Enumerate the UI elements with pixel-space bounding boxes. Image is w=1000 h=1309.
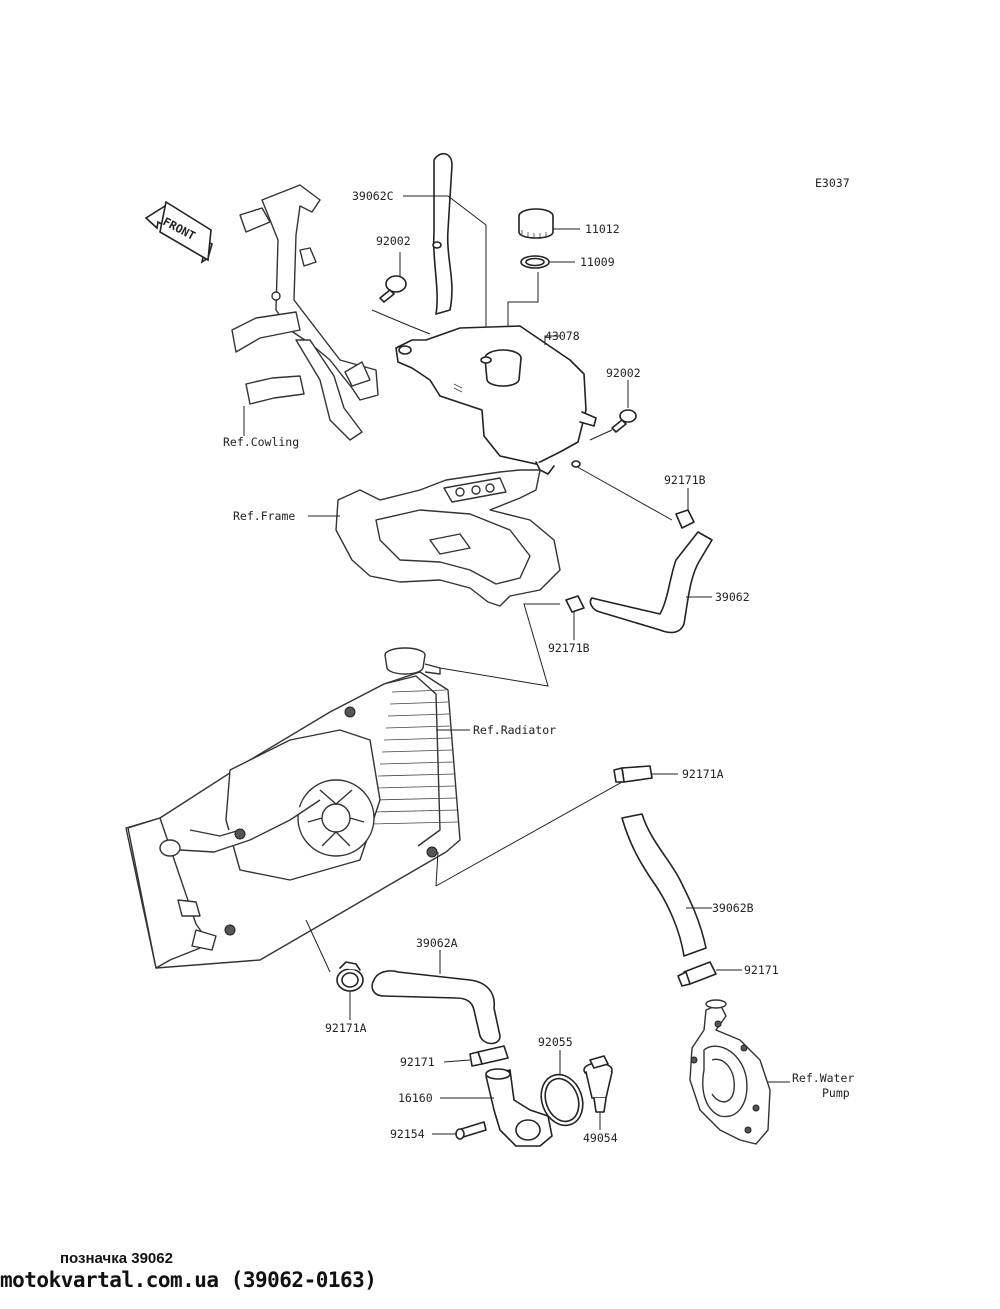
label-92055: 92055: [538, 1035, 573, 1049]
front-arrow: FRONT: [144, 200, 213, 264]
clamp-92171a-left: [305, 919, 364, 1020]
footer-title: позначка 39062: [60, 1250, 173, 1267]
label-49054: 49054: [583, 1131, 618, 1145]
ref-cowling-label: Ref.Cowling: [223, 435, 299, 449]
thermostat-49054: [583, 1055, 613, 1130]
label-39062b: 39062B: [712, 901, 754, 915]
frame-reference: [308, 469, 561, 607]
o-ring-92055: [540, 1050, 584, 1127]
clamp-92171-left: [443, 1045, 509, 1067]
label-11012: 11012: [585, 222, 620, 236]
ref-water-pump-label-line1: Ref.Water: [792, 1071, 854, 1085]
clamp-92171a-right: [613, 765, 678, 783]
label-43078: 43078: [545, 329, 580, 343]
ref-water-pump-label-line2: Pump: [822, 1086, 850, 1100]
diagram-code: E3037: [815, 176, 850, 190]
label-92171-left: 92171: [400, 1055, 435, 1069]
hose-39062a: [371, 950, 501, 1045]
thermostat-housing-16160: [440, 1068, 553, 1147]
bolt-92154: [432, 1121, 487, 1140]
hose-39062c: [403, 152, 487, 355]
ref-frame-label: Ref.Frame: [233, 509, 295, 523]
bolt-92002-right: [589, 380, 637, 441]
hose-39062: [589, 531, 713, 634]
ref-radiator-label: Ref.Radiator: [473, 723, 556, 737]
label-92171a-left: 92171A: [325, 1021, 367, 1035]
cap-11012: [518, 208, 580, 239]
cowling-bracket: [231, 184, 379, 441]
label-11009: 11009: [580, 255, 615, 269]
water-pump-reference: [689, 999, 790, 1145]
radiator-reference: [125, 647, 641, 969]
clamp-92171b-top: [675, 488, 695, 529]
clamp-92171-right: [677, 961, 742, 987]
label-39062a: 39062A: [416, 936, 458, 950]
label-39062c: 39062C: [352, 189, 394, 203]
label-92171-right: 92171: [744, 963, 779, 977]
bolt-92002-left: [371, 252, 431, 335]
label-92002-left: 92002: [376, 234, 411, 248]
label-92154: 92154: [390, 1127, 425, 1141]
label-92171b-top: 92171B: [664, 473, 706, 487]
footer-site-caption: motokvartal.com.ua (39062-0163): [0, 1268, 377, 1292]
label-92002-right: 92002: [606, 366, 641, 380]
radiator-fins: [369, 689, 459, 825]
clamp-92171b-bottom: [427, 595, 585, 687]
tank-outlet-nipple: [571, 460, 581, 468]
label-16160: 16160: [398, 1091, 433, 1105]
label-39062: 39062: [715, 590, 750, 604]
label-92171a-right: 92171A: [682, 767, 724, 781]
lead-tank-outlet: [571, 463, 673, 521]
reservoir-tank-43078: [395, 325, 597, 475]
label-92171b-bottom: 92171B: [548, 641, 590, 655]
hose-39062b: [621, 813, 712, 957]
